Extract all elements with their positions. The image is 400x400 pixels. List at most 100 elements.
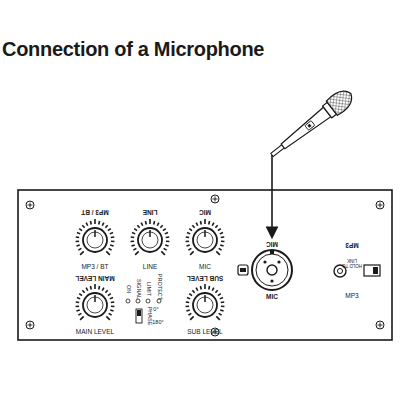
knob-tick [186,310,189,311]
cable-arrow [271,155,273,236]
knob-tick [76,245,79,246]
knob [83,293,107,317]
knob-tick [78,313,81,315]
knob-tick [80,316,84,320]
panel-label: SIGNAL [135,279,141,299]
knob-tick [76,305,79,307]
knob-tick [131,240,134,242]
knob-tick [192,290,194,293]
knob-pointer [149,230,151,237]
knob-tick [86,223,88,226]
knob-tick [145,221,147,224]
knob-pointer [204,295,206,302]
knob-tick [102,223,104,226]
screw [376,201,384,209]
knob-tick [190,251,194,255]
panel-label: ON [125,285,131,293]
knob-tick [166,236,169,238]
knob-tick [220,298,223,299]
screw [26,201,34,209]
knob-tick [102,288,104,291]
knob-pointer [94,295,96,302]
knob-tick [186,301,189,303]
knob-tick [208,221,210,224]
knob-tick [186,245,189,246]
knob-tick [106,316,110,320]
knob-tick [110,233,113,234]
screw [211,195,219,203]
knob-tick [111,236,114,238]
knob-tick [105,225,107,228]
knob-tick [76,240,79,242]
knob-tick [218,294,221,296]
panel-label: MIC [266,241,278,248]
knob-tick [132,233,135,234]
knob-tick [161,251,165,255]
panel-label: SUB LEVEL [187,329,222,336]
knob-tick [200,286,202,289]
mp3-jack [334,265,380,277]
knob-tick [221,305,224,307]
knob-tick [76,310,79,311]
knob-tick [131,236,134,238]
screw-slot [28,323,33,328]
knob-tick [204,219,206,224]
knob-tick [187,298,190,299]
knob-tick [110,310,113,311]
panel-label: PROTECT [156,274,162,300]
knob-tick [189,229,192,231]
knob-tick [196,288,198,291]
screw [26,321,34,329]
knob-tick [110,245,113,246]
knob-pointer [204,230,206,237]
knob-tick [153,221,155,224]
knob-tick [186,305,189,307]
panel-label: MAIN LEVEL [76,329,114,336]
knob-tick [94,219,96,224]
knob-tick [135,251,139,255]
knob-tick [187,233,190,234]
panel-label: MIC [199,264,211,271]
knob-tick [90,221,92,224]
knob-tick [77,233,80,234]
knob-tick [149,219,151,224]
knob-tick [208,286,210,289]
knob-tick [98,221,100,224]
panel-label: LINE [143,209,158,216]
knob-tick [163,229,166,231]
knob-tick [219,248,222,250]
knob-tick [86,288,88,291]
knob-tick [221,236,224,238]
knob-tick [215,290,217,293]
panel-label: 0° [153,307,158,313]
knob-tick [220,233,223,234]
knob-tick [111,301,114,303]
knob-tick [106,251,110,255]
knob-tick [165,245,168,246]
knob-tick [216,251,220,255]
knob-tick [111,240,114,242]
panel-label: 180° [152,320,163,326]
knob-tick [164,248,167,250]
panel-label: MP3 [345,242,358,249]
knob-tick [190,316,194,320]
knob-tick [98,286,100,289]
knob-tick [215,225,217,228]
knob-tick [134,229,137,231]
knob-tick [77,298,80,299]
panel-label: MIC [266,294,278,301]
screw-slot [213,197,218,202]
screw-slot [28,203,33,208]
knob-tick [212,223,214,226]
knob-tick [218,229,221,231]
screw-slot [378,203,383,208]
knob-tick [188,248,191,250]
knob-tick [212,288,214,291]
knob-tick [110,298,113,299]
panel-label: MP3 [345,293,358,300]
combo-jack [238,250,292,290]
microphone [266,86,357,163]
knob-tick [196,223,198,226]
knob-tick [108,229,111,231]
knob-pointer [94,230,96,237]
